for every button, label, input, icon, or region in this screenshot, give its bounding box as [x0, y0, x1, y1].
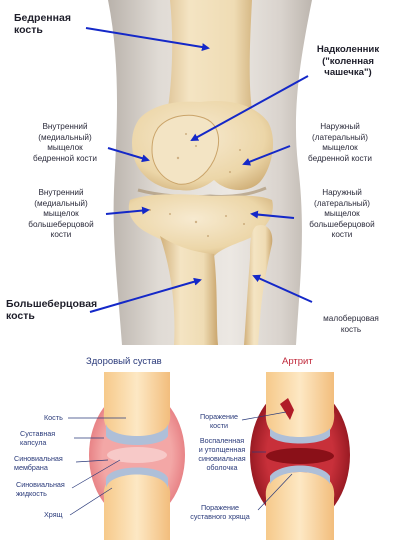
synovial-membrane-label: Синовиальная мембрана	[14, 454, 63, 472]
fibula-label: малоберцовая кость	[323, 314, 379, 334]
lateral-tibial-condyle-label: Наружный (латеральный) мыщелок большебер…	[309, 188, 375, 240]
tibia-label: Большеберцовая кость	[6, 298, 98, 322]
inflamed-synovium-label: Воспаленная и утолщенная синовиальная об…	[198, 436, 246, 472]
patella-label: Надколенник ("коленная чашечка")	[316, 44, 380, 78]
healthy-joint-title: Здоровый сустав	[86, 356, 162, 367]
joint-leader-lines	[68, 411, 293, 516]
patella-bone	[151, 114, 220, 185]
cartilage-label: Хрящ	[44, 510, 63, 519]
tibia-bone	[160, 236, 218, 345]
bone-label: Кость	[44, 413, 63, 422]
medial-femoral-condyle-label: Внутренний (медиальный) мыщелок бедренно…	[33, 122, 97, 163]
healthy-joint-illustration	[89, 372, 185, 540]
femur-label: Бедренная кость	[14, 12, 71, 36]
lateral-femoral-condyle-label: Наружный (латеральный) мыщелок бедренной…	[308, 122, 372, 163]
fibula-bone	[244, 224, 273, 345]
femur-bone	[150, 0, 262, 130]
callout-arrows	[85, 27, 313, 313]
cartilage-damage-label: Поражение суставного хряща	[190, 503, 250, 521]
bone-damage-label: Поражение кости	[200, 412, 238, 430]
synovial-fluid-label: Синовиальная жидкость	[16, 480, 65, 498]
capsule-label: Суставная капсула	[20, 429, 56, 447]
arthritis-title: Артрит	[282, 356, 313, 367]
arthritis-joint-illustration	[250, 372, 350, 540]
medial-tibial-condyle-label: Внутренний (медиальный) мыщелок большебе…	[28, 188, 94, 240]
